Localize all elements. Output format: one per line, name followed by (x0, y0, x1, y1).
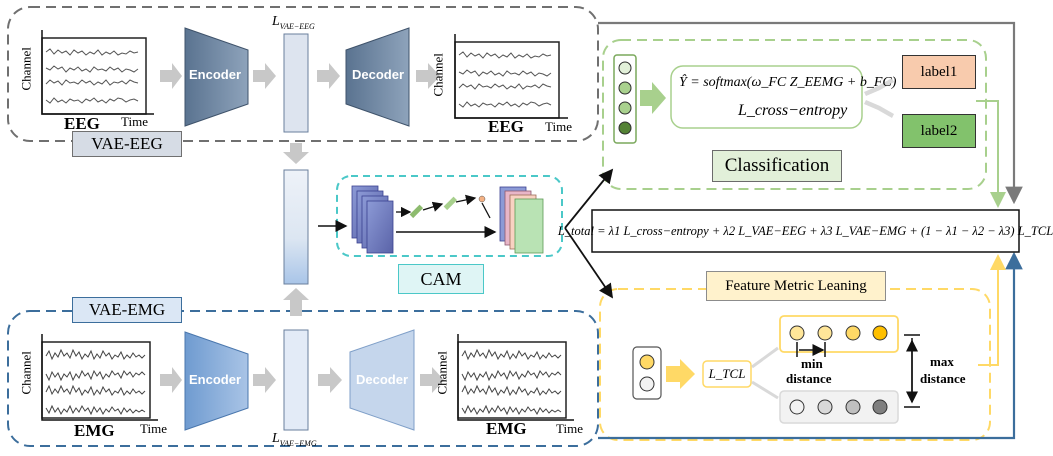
cam-block (318, 185, 544, 254)
diagram-canvas (7, 6, 1023, 447)
emg-decoder-label: Decoder (356, 372, 409, 387)
classification-container (602, 39, 987, 190)
emg-input-axis-x: Time (140, 421, 167, 436)
min-distance-line1: min (801, 356, 823, 371)
emg-input-plot (41, 334, 158, 421)
min-distance-line2: distance (786, 371, 832, 386)
total-loss-formula: L_total = λ1 L_cross−entropy + λ2 L_VAE−… (557, 223, 1053, 238)
eeg-output-axis-y: Channel (430, 53, 446, 97)
feature-metric-title: Feature Metric Leaning (706, 271, 886, 301)
eeg-output-axis-x: Time (545, 119, 572, 134)
eeg-decoder-shape (345, 27, 410, 127)
classification-title: Classification (712, 150, 842, 182)
emg-output-axis-y: Channel (434, 351, 450, 395)
classification-formula-line1: Ŷ = softmax(ω_FC Z_EEMG + b_FC) (679, 75, 897, 90)
cam-label: CAM (398, 264, 484, 294)
eeg-output-plot (454, 34, 568, 119)
emg-input-label: EMG (74, 421, 115, 440)
max-distance-line2: distance (920, 371, 966, 386)
emg-latent-bar (283, 329, 309, 431)
emg-encoder-shape (184, 331, 249, 431)
label1-box: label1 (902, 55, 976, 89)
vae-eeg-container (7, 6, 599, 142)
vae-eeg-title: VAE-EEG (72, 131, 182, 157)
emg-decoder-shape (349, 329, 415, 431)
eeg-latent-bar (283, 33, 309, 133)
eeg-encoder-shape (184, 27, 249, 127)
eeg-output-label: EEG (488, 117, 524, 136)
total-loss-box (591, 209, 1020, 253)
vae-emg-container (7, 310, 599, 447)
eeg-input-axis-x: Time (121, 114, 148, 129)
loss-vae-emg: LVAE−EMG (272, 431, 317, 448)
classification-formula-line2: L_cross−entropy (738, 102, 848, 119)
eeg-input-plot (41, 30, 154, 115)
emg-input-axis-y: Channel (18, 351, 34, 395)
emg-output-plot (457, 334, 574, 421)
loss-vae-eeg: LVAE−EEG (272, 14, 315, 31)
eeg-input-axis-y: Channel (18, 47, 34, 91)
feature-metric-internals (632, 315, 920, 424)
emg-output-axis-x: Time (556, 421, 583, 436)
tcl-loss-label: L_TCL (708, 366, 746, 381)
architecture-diagram: Channel Time EEG Channel Time EEG Encode… (7, 6, 1053, 448)
max-distance-line1: max (930, 354, 954, 369)
flow-arrows (160, 63, 444, 393)
cam-container (336, 175, 563, 257)
vae-emg-title: VAE-EMG (72, 297, 182, 323)
fused-latent-bar (283, 169, 309, 285)
label2-box: label2 (902, 114, 976, 148)
classification-internals (613, 54, 894, 144)
eeg-encoder-label: Encoder (189, 67, 242, 82)
eeg-input-label: EEG (64, 114, 100, 133)
emg-output-label: EMG (486, 419, 527, 438)
eeg-decoder-label: Decoder (352, 67, 405, 82)
emg-encoder-label: Encoder (189, 372, 242, 387)
